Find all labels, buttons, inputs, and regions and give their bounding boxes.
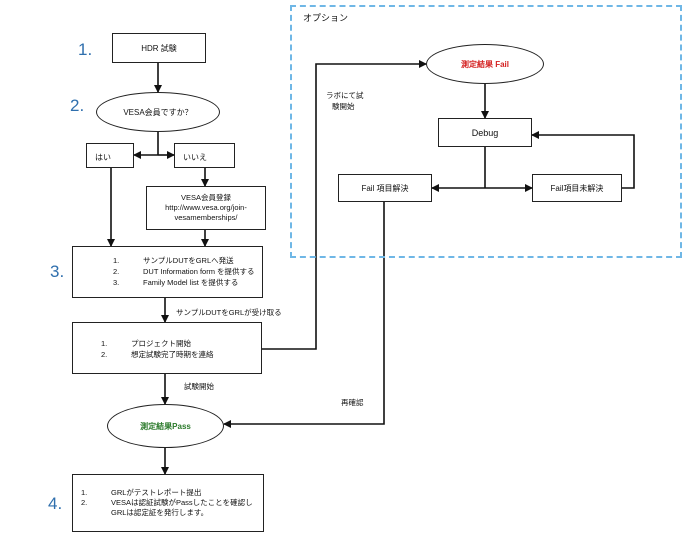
project-node: 1. プロジェクト開始 2. 想定試験完了時期を連絡 xyxy=(72,322,262,374)
step-number-3: 3. xyxy=(50,262,65,281)
list-item-number: 2. xyxy=(81,498,88,507)
step4-list: 1. GRLがテストレポート提出 2. VESAは認証試験がPassしたことを確… xyxy=(81,488,253,518)
list-item-text: VESAは認証試験がPassしたことを確認し xyxy=(111,498,253,507)
edge-label-lab-test-start-line2: 験開始 xyxy=(332,102,355,111)
edge-unresolved-loop xyxy=(531,131,635,189)
list-item: 2. VESAは認証試験がPassしたことを確認し xyxy=(81,498,253,508)
list-item-text: Family Model list を提供する xyxy=(143,278,239,287)
fail-unresolved-node: Fail項目未解決 xyxy=(532,174,622,202)
fail-unresolved-label: Fail項目未解決 xyxy=(550,183,604,193)
debug-node: Debug xyxy=(438,118,532,147)
edge-label-lab-test-start: ラボにて試 験開始 xyxy=(326,90,364,112)
option-frame xyxy=(290,5,682,258)
step3-list: 1. サンプルDUTをGRLへ発送 2. DUT Information for… xyxy=(113,255,255,288)
step3-node: 1. サンプルDUTをGRLへ発送 2. DUT Information for… xyxy=(72,246,263,298)
fail-resolved-label: Fail 項目解決 xyxy=(361,183,409,193)
result-fail-node: 測定結果 Fail xyxy=(426,44,544,84)
vesa-member-question-node: VESA会員ですか？ xyxy=(96,92,220,132)
edge-label-lab-test-start-line1: ラボにて試 xyxy=(326,91,364,100)
list-item: 2. DUT Information form を提供する xyxy=(113,266,255,277)
list-item-text: DUT Information form を提供する xyxy=(143,267,255,276)
edge-project-to-fail xyxy=(262,60,427,350)
edge-resolved-to-pass xyxy=(223,202,385,428)
result-fail-label: 測定結果 Fail xyxy=(460,59,509,69)
hdr-test-label: HDR 試験 xyxy=(141,43,177,53)
list-item: 1. プロジェクト開始 xyxy=(101,338,214,349)
list-item-number: 1. xyxy=(81,488,88,497)
option-title: オプション xyxy=(303,13,349,23)
list-item: 1. GRLがテストレポート提出 xyxy=(81,488,253,498)
list-item-number: 1. xyxy=(113,256,120,265)
list-item-number xyxy=(81,508,111,518)
vesa-registration-title: VESA会員登録 xyxy=(180,193,231,202)
list-item-number: 1. xyxy=(101,339,108,348)
project-list: 1. プロジェクト開始 2. 想定試験完了時期を連絡 xyxy=(101,338,214,360)
edge-label-reconfirm: 再確認 xyxy=(341,398,364,407)
vesa-member-question-label: VESA会員ですか？ xyxy=(123,107,193,117)
list-item-text: GRLがテストレポート提出 xyxy=(111,488,202,497)
fail-resolved-node: Fail 項目解決 xyxy=(338,174,432,202)
edge-label-test-start: 試験開始 xyxy=(184,382,214,391)
list-item-number: 3. xyxy=(113,278,120,287)
list-item: 3. Family Model list を提供する xyxy=(113,277,255,288)
debug-label: Debug xyxy=(471,127,499,138)
list-item: GRLは認定証を発行します。 xyxy=(81,508,253,518)
yes-node: はい xyxy=(86,143,134,168)
vesa-registration-node: VESA会員登録 http://www.vesa.org/join- vesam… xyxy=(146,186,266,230)
result-pass-label: 測定結果Pass xyxy=(140,421,191,431)
no-node: いいえ xyxy=(174,143,235,168)
list-item-text: 想定試験完了時期を連絡 xyxy=(131,350,214,359)
list-item-text: サンプルDUTをGRLへ発送 xyxy=(143,256,234,265)
list-item-text: GRLは認定証を発行します。 xyxy=(111,508,209,517)
step-number-4: 4. xyxy=(48,494,63,513)
step-number-1: 1. xyxy=(78,40,93,59)
step-number-2: 2. xyxy=(70,96,85,115)
step4-node: 1. GRLがテストレポート提出 2. VESAは認証試験がPassしたことを確… xyxy=(72,474,264,532)
no-label: いいえ xyxy=(183,153,207,162)
list-item: 1. サンプルDUTをGRLへ発送 xyxy=(113,255,255,266)
edge-label-sample-received: サンプルDUTをGRLが受け取る xyxy=(176,308,282,317)
list-item: 2. 想定試験完了時期を連絡 xyxy=(101,349,214,360)
list-item-text: プロジェクト開始 xyxy=(131,339,191,348)
hdr-test-node: HDR 試験 xyxy=(112,33,206,63)
list-item-number: 2. xyxy=(101,350,108,359)
list-item-number: 2. xyxy=(113,267,120,276)
result-pass-node: 測定結果Pass xyxy=(107,404,224,448)
yes-label: はい xyxy=(95,153,111,162)
vesa-registration-url-line2: vesamemberships/ xyxy=(174,213,238,222)
vesa-registration-url-line1: http://www.vesa.org/join- xyxy=(165,203,247,212)
